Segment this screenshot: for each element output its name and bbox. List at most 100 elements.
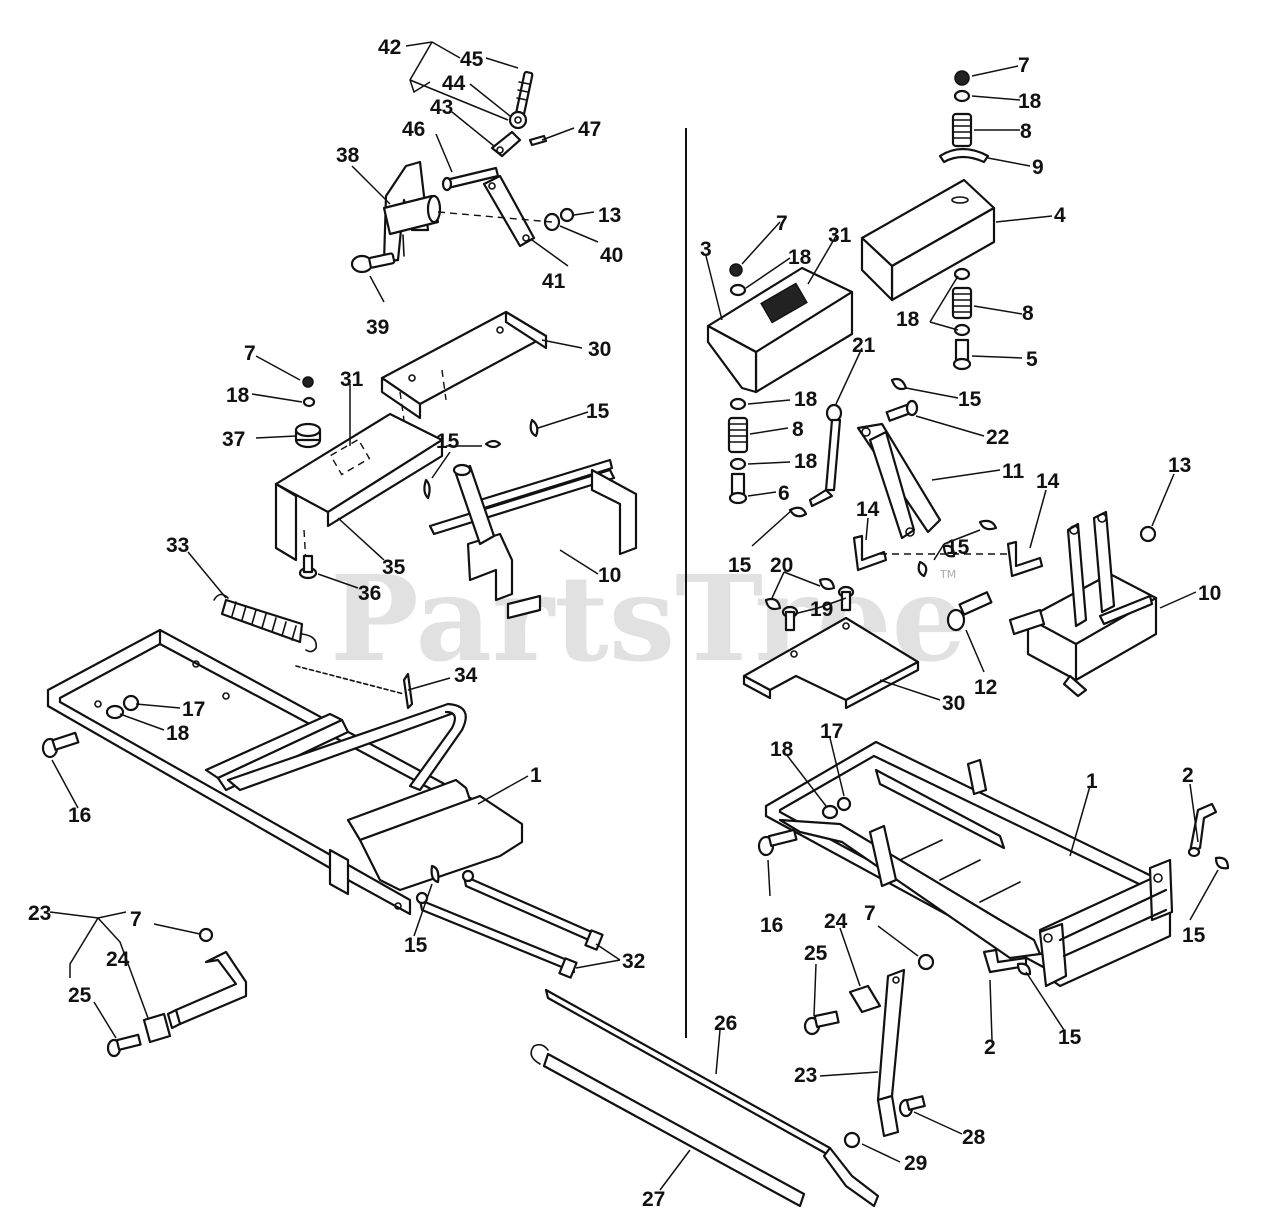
callout-22: 22 bbox=[986, 426, 1009, 449]
part-bracket-9 bbox=[938, 147, 990, 164]
callout-16-left: 16 bbox=[68, 804, 91, 827]
callout-29: 29 bbox=[904, 1152, 927, 1175]
callout-25-left: 25 bbox=[68, 984, 92, 1007]
callout-3: 3 bbox=[700, 238, 712, 261]
part-washer-18-below-3b bbox=[729, 457, 747, 471]
callout-15-right-b: 15 bbox=[946, 536, 970, 559]
part-pin-47 bbox=[528, 134, 548, 147]
part-washer-18-left-top bbox=[302, 396, 316, 408]
callout-1-right: 1 bbox=[1086, 770, 1098, 793]
part-pin-14-a bbox=[852, 534, 888, 572]
callout-5: 5 bbox=[1026, 348, 1038, 371]
part-link-41 bbox=[482, 174, 536, 248]
callout-41: 41 bbox=[542, 270, 566, 293]
callout-23-right: 23 bbox=[794, 1064, 817, 1087]
callout-46: 46 bbox=[402, 118, 425, 141]
callout-2-upper: 2 bbox=[1182, 764, 1194, 787]
part-clip-15-right-b bbox=[788, 506, 808, 518]
part-screw-36 bbox=[298, 529, 318, 580]
part-nut-17-left bbox=[122, 694, 140, 712]
part-nut-7-left-top bbox=[302, 376, 314, 388]
callout-23-left: 23 bbox=[28, 902, 51, 925]
part-rods-32 bbox=[415, 869, 604, 979]
part-clip-20-b bbox=[818, 577, 836, 591]
callout-18-below-3a: 18 bbox=[794, 388, 818, 411]
callout-1-left: 1 bbox=[530, 764, 542, 787]
part-plate-30-right bbox=[742, 616, 920, 710]
callout-15-left-b: 15 bbox=[436, 430, 460, 453]
part-pin-2-upper bbox=[1187, 802, 1218, 858]
callout-labels: 42 45 44 43 46 47 38 13 40 41 39 30 7 31… bbox=[28, 36, 1221, 1211]
callout-6: 6 bbox=[778, 482, 790, 505]
callout-31-left: 31 bbox=[340, 368, 364, 391]
part-clip-15-left-a bbox=[484, 439, 502, 449]
callout-13-right: 13 bbox=[1168, 454, 1191, 477]
callout-13-left: 13 bbox=[598, 204, 621, 227]
part-spring-8-right-mid bbox=[951, 286, 973, 320]
part-bracket-23-left bbox=[166, 950, 248, 1030]
callout-19: 19 bbox=[810, 598, 833, 621]
part-clip-15-right-c bbox=[942, 544, 956, 558]
callout-18-right-left: 18 bbox=[788, 246, 812, 269]
callout-35: 35 bbox=[382, 556, 406, 579]
part-rod-27 bbox=[530, 1043, 806, 1208]
part-clip-15-left-c bbox=[423, 478, 431, 500]
callout-7-lower-right: 7 bbox=[864, 902, 876, 925]
callout-17-right: 17 bbox=[820, 720, 843, 743]
part-frame-1-right bbox=[764, 740, 1174, 988]
part-bolt-25-left bbox=[106, 1033, 142, 1058]
callout-45: 45 bbox=[460, 48, 484, 71]
callout-47: 47 bbox=[578, 118, 601, 141]
callout-11: 11 bbox=[1002, 460, 1025, 483]
part-chain-34 bbox=[295, 665, 414, 710]
callout-32: 32 bbox=[622, 950, 645, 973]
callout-40: 40 bbox=[600, 244, 623, 267]
callout-30-left: 30 bbox=[588, 338, 611, 361]
part-housing-35 bbox=[274, 412, 444, 562]
callout-14-a: 14 bbox=[856, 498, 880, 521]
part-spring-8-below-3 bbox=[727, 416, 749, 454]
part-clip-15-right-f bbox=[1214, 856, 1230, 870]
part-lever-38 bbox=[382, 160, 442, 264]
callout-38: 38 bbox=[336, 144, 360, 167]
part-plate-24-right bbox=[848, 984, 882, 1014]
callout-15-left-c: 15 bbox=[404, 934, 428, 957]
callout-7-right-left: 7 bbox=[776, 212, 788, 235]
callout-18-left: 18 bbox=[166, 722, 190, 745]
callout-17-left: 17 bbox=[182, 698, 205, 721]
callout-27: 27 bbox=[642, 1188, 665, 1211]
part-bolt-25-right bbox=[803, 1010, 840, 1036]
callout-10-left: 10 bbox=[598, 564, 621, 587]
callout-8-right-mid: 8 bbox=[1022, 302, 1034, 325]
callout-2-lower: 2 bbox=[984, 1036, 996, 1059]
part-stud-19-a bbox=[781, 605, 799, 632]
part-pin-14-b bbox=[1006, 540, 1044, 578]
part-nut-7-lower-right bbox=[917, 953, 935, 971]
callout-9: 9 bbox=[1032, 156, 1044, 179]
part-rod-26 bbox=[544, 988, 880, 1208]
part-washer-18-below-3a bbox=[729, 397, 747, 411]
part-clip-15-right-a bbox=[890, 377, 908, 391]
part-clip-15-frame bbox=[430, 864, 440, 884]
callout-15-right-d: 15 bbox=[1182, 924, 1206, 947]
part-clip-15-left-b bbox=[529, 418, 539, 438]
callout-16-right: 16 bbox=[760, 914, 783, 937]
part-bolt-6 bbox=[728, 472, 748, 505]
part-bushing-37 bbox=[294, 422, 322, 449]
left-view-parts bbox=[41, 70, 880, 1208]
part-nut-13-left bbox=[559, 207, 575, 223]
part-washer-18-right-left bbox=[729, 283, 747, 297]
part-clip-20-a bbox=[764, 597, 782, 611]
callout-28: 28 bbox=[962, 1126, 986, 1149]
callout-26: 26 bbox=[714, 1012, 737, 1035]
part-washer-18-right-frame bbox=[821, 804, 839, 820]
part-clip-15-right-g bbox=[1016, 962, 1032, 976]
callout-33: 33 bbox=[166, 534, 189, 557]
leader-lines bbox=[49, 41, 1219, 1191]
part-bolt-28 bbox=[898, 1095, 926, 1118]
callout-39: 39 bbox=[366, 316, 389, 339]
callout-15-left-a: 15 bbox=[586, 400, 610, 423]
callout-24-right: 24 bbox=[824, 910, 848, 933]
part-housing-3 bbox=[706, 266, 854, 394]
